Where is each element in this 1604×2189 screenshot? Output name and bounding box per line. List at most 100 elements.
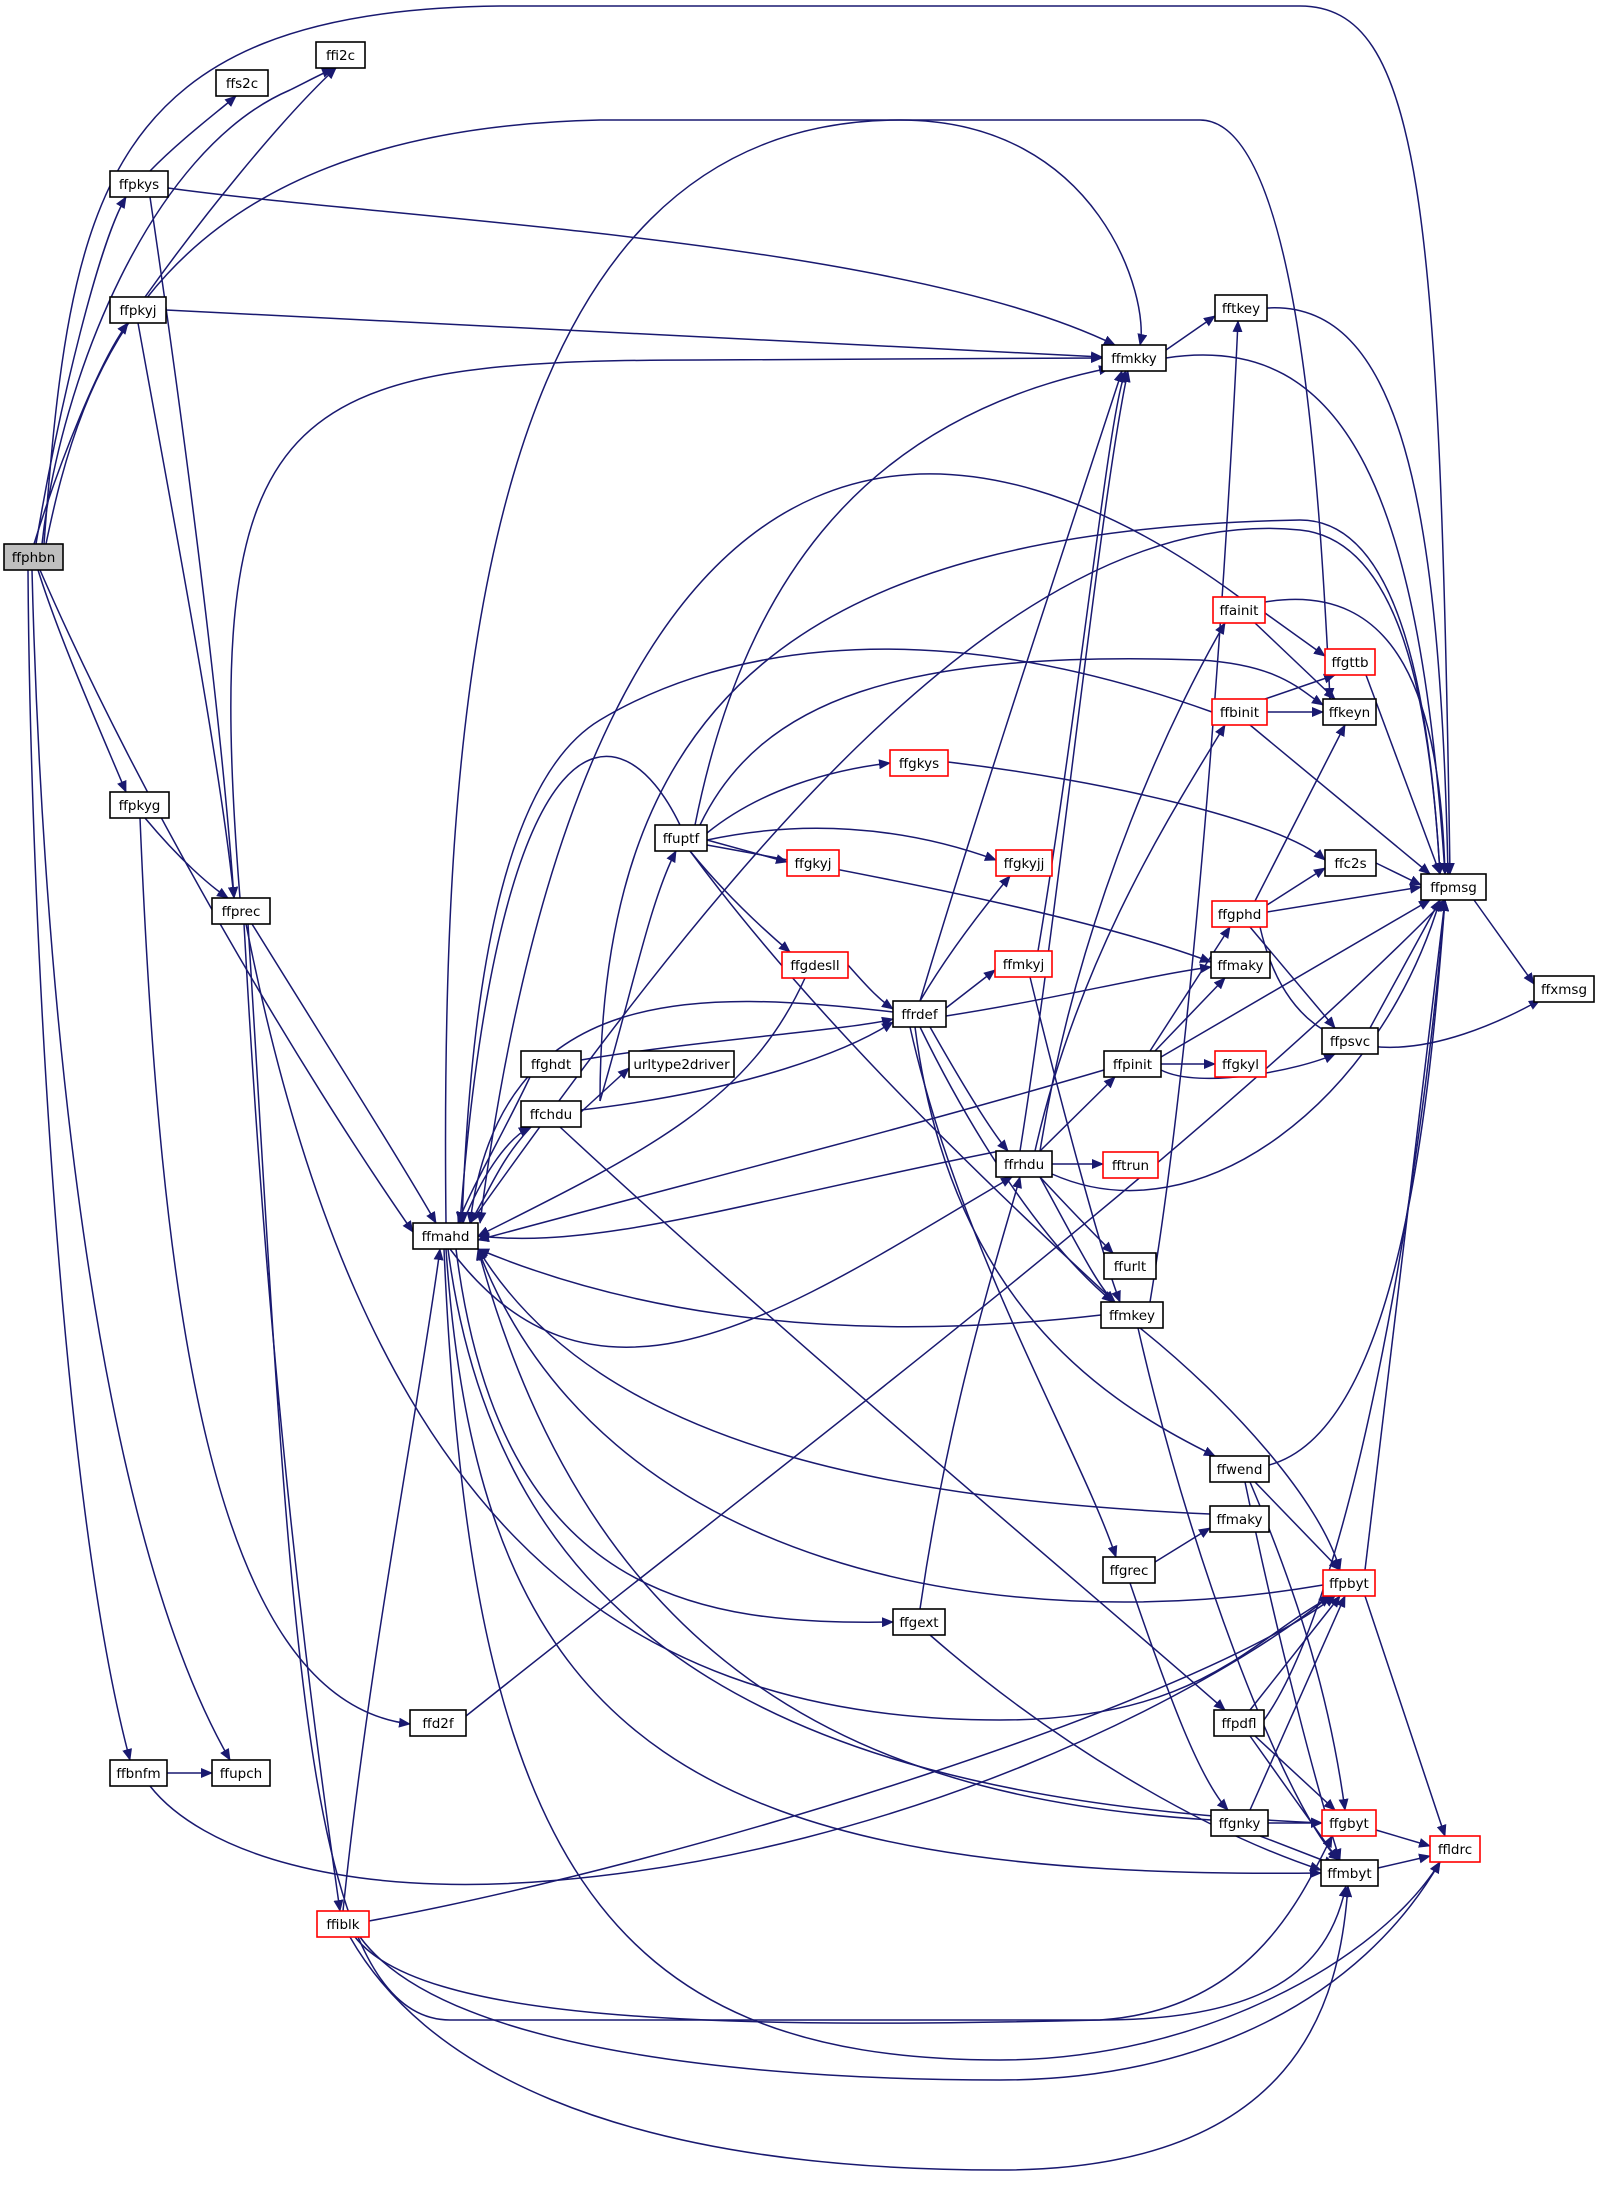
node-ffpkys[interactable]: ffpkys <box>109 170 169 198</box>
edge-ffmahd-to-ffrhdu <box>449 1176 1013 1349</box>
node-ffpmsg[interactable]: ffpmsg <box>1420 873 1487 901</box>
node-ffmkky[interactable]: ffmkky <box>1101 344 1167 372</box>
edge-line <box>914 1026 1216 1457</box>
node-ffi2c[interactable]: ffi2c <box>315 41 366 69</box>
node-ffldrc[interactable]: ffldrc <box>1429 1835 1481 1863</box>
node-fftrun[interactable]: fftrun <box>1102 1151 1159 1179</box>
node-label: ffgrec <box>1110 1563 1149 1579</box>
edge-line <box>1364 899 1449 1571</box>
node-ffupch[interactable]: ffupch <box>211 1759 271 1787</box>
node-ffuptf[interactable]: ffuptf <box>654 824 708 852</box>
edge-line <box>1149 320 1243 1303</box>
edge-ffpbyt-to-ffpmsg <box>1364 899 1449 1571</box>
edge-line <box>477 1069 1105 1242</box>
node-ffgrec[interactable]: ffgrec <box>1102 1556 1156 1584</box>
node-ffc2s[interactable]: ffc2s <box>1324 849 1377 877</box>
edge-line <box>689 850 1116 1303</box>
node-ffwend[interactable]: ffwend <box>1209 1455 1270 1483</box>
node-box <box>1324 648 1376 676</box>
node-label: ffmaky <box>1217 958 1263 974</box>
node-ffainit[interactable]: ffainit <box>1212 596 1266 624</box>
edge-line <box>455 1248 894 1628</box>
node-ffpsvc[interactable]: ffpsvc <box>1321 1027 1379 1055</box>
node-ffgdesll[interactable]: ffgdesll <box>781 951 849 979</box>
node-ffmkyj[interactable]: ffmkyj <box>994 950 1053 978</box>
node-ffgkyj[interactable]: ffgkyj <box>786 849 840 877</box>
node-ffgkyjj[interactable]: ffgkyjj <box>995 849 1053 877</box>
edge-line <box>599 519 1445 1102</box>
node-ffgnky[interactable]: ffgnky <box>1210 1809 1269 1837</box>
edge-line <box>165 309 1103 362</box>
node-box <box>215 69 269 97</box>
node-box <box>994 950 1053 978</box>
node-ffmaky2[interactable]: ffmaky <box>1209 1505 1270 1533</box>
edge-line <box>1051 899 1442 1192</box>
edge-ffphbn-to-ffmahd <box>39 569 414 1233</box>
node-ffbnfm[interactable]: ffbnfm <box>109 1759 168 1787</box>
node-box <box>1214 1050 1267 1078</box>
node-ffurlt[interactable]: ffurlt <box>1103 1252 1157 1280</box>
node-ffmkey[interactable]: ffmkey <box>1100 1301 1164 1329</box>
edge-line <box>1160 899 1431 1058</box>
edge-line <box>1365 674 1441 875</box>
node-ffmahd[interactable]: ffmahd <box>412 1222 479 1250</box>
node-ffrdef[interactable]: ffrdef <box>892 1000 947 1028</box>
node-box <box>1101 344 1167 372</box>
node-ffrhdu[interactable]: ffrhdu <box>995 1150 1053 1178</box>
edge-line <box>1165 354 1450 875</box>
node-box <box>211 1759 271 1787</box>
edge-line <box>706 844 1212 963</box>
node-box <box>1322 698 1377 726</box>
node-ffpdfl[interactable]: ffpdfl <box>1213 1709 1265 1737</box>
node-ffgext[interactable]: ffgext <box>892 1608 946 1636</box>
node-ffmbyt[interactable]: ffmbyt <box>1320 1859 1379 1887</box>
node-box <box>1211 900 1268 928</box>
node-ffgkyl[interactable]: ffgkyl <box>1214 1050 1267 1078</box>
node-ffs2c[interactable]: ffs2c <box>215 69 269 97</box>
edge-ffgnky-to-ffpbyt <box>1249 1595 1346 1811</box>
node-ffd2f[interactable]: ffd2f <box>409 1709 467 1737</box>
node-ffghdt[interactable]: ffghdt <box>520 1050 582 1078</box>
edge-line <box>37 569 127 793</box>
edge-ffgdesll-to-ffrdef <box>847 964 894 1010</box>
node-box <box>892 1608 946 1636</box>
node-label: ffpbyt <box>1329 1576 1369 1592</box>
edge-line <box>1039 622 1226 1152</box>
node-ffiblk[interactable]: ffiblk <box>316 1910 370 1938</box>
node-urltype2driver[interactable]: urltype2driver <box>628 1050 735 1078</box>
node-ffgttb[interactable]: ffgttb <box>1324 648 1376 676</box>
node-label: ffrdef <box>901 1007 938 1023</box>
node-ffprec[interactable]: ffprec <box>211 897 271 925</box>
node-ffchdu[interactable]: ffchdu <box>520 1100 582 1128</box>
edge-line <box>559 1126 1226 1711</box>
edge-line <box>919 370 1124 1002</box>
edge-ffrhdu-to-ffmkky <box>1019 370 1131 1152</box>
node-label: ffd2f <box>422 1716 454 1732</box>
node-ffpkyj[interactable]: ffpkyj <box>109 296 167 324</box>
node-ffgbyt[interactable]: ffgbyt <box>1321 1809 1377 1837</box>
node-label: ffgext <box>899 1615 938 1631</box>
node-ffpinit[interactable]: ffpinit <box>1103 1050 1162 1078</box>
edge-line <box>1039 1076 1116 1152</box>
edge-line <box>1139 1327 1342 1571</box>
node-ffmaky1[interactable]: ffmaky <box>1210 951 1271 979</box>
edge-ffbinit-to-ffgttb <box>1264 673 1336 700</box>
node-ffpbyt[interactable]: ffpbyt <box>1322 1569 1376 1597</box>
node-ffkeyn[interactable]: ffkeyn <box>1322 698 1377 726</box>
node-ffbinit[interactable]: ffbinit <box>1211 698 1268 726</box>
node-ffgphd[interactable]: ffgphd <box>1211 900 1268 928</box>
edge-line <box>457 1076 531 1224</box>
edge-ffwend-to-ffpmsg <box>1268 899 1450 1466</box>
node-label: ffbnfm <box>116 1766 160 1782</box>
edge-ffrhdu-to-ffmahd <box>477 1150 1001 1243</box>
node-label: ffchdu <box>530 1107 572 1123</box>
node-label: ffgttb <box>1331 655 1368 671</box>
edge-ffuptf-to-ffmahd <box>455 755 681 1224</box>
edge-ffrdef-to-ffwend <box>914 1026 1216 1457</box>
node-box <box>1320 1859 1379 1887</box>
node-fftkey[interactable]: fftkey <box>1214 294 1268 322</box>
node-ffpkyg[interactable]: ffpkyg <box>109 791 170 819</box>
node-ffphbn[interactable]: ffphbn <box>3 543 64 571</box>
node-ffxmsg[interactable]: ffxmsg <box>1533 975 1595 1003</box>
node-ffgkys[interactable]: ffgkys <box>889 749 949 777</box>
